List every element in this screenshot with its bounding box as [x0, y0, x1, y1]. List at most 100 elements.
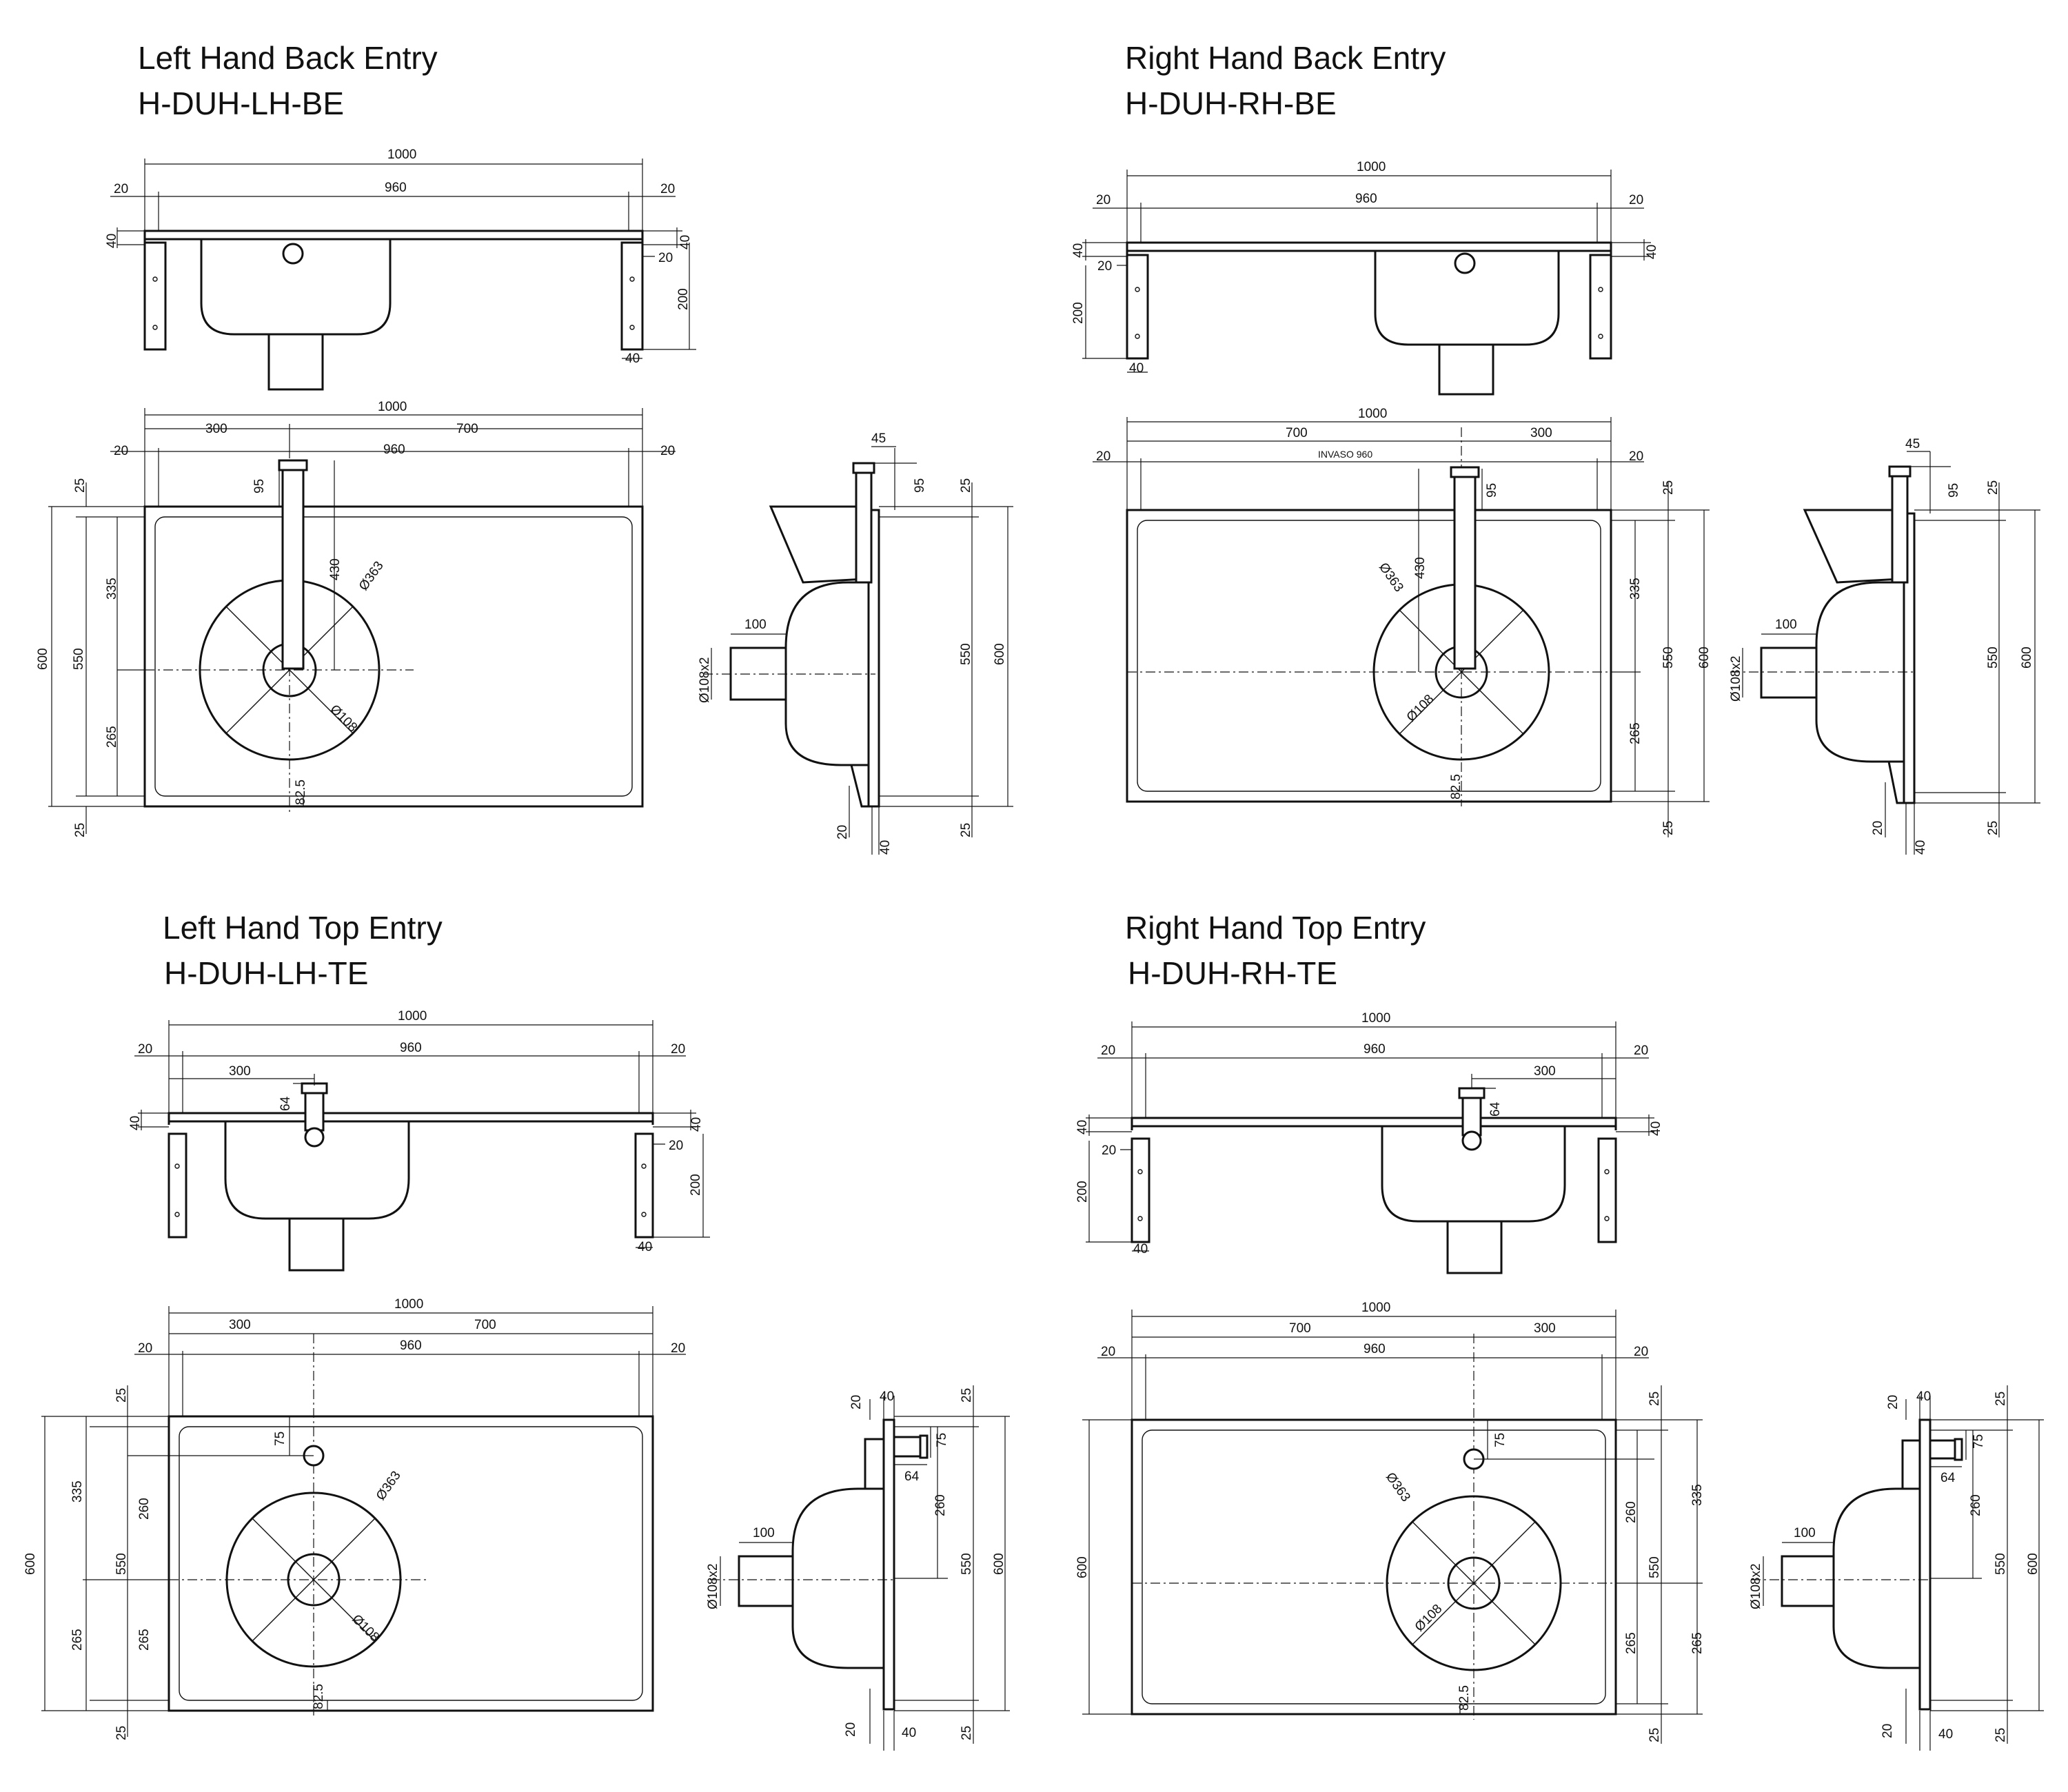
- dim-side-top-margin: 25: [959, 478, 973, 493]
- dim-plan-bottom-margin: 25: [73, 823, 88, 837]
- dim-plan-outlet-offset: 82.5: [294, 780, 308, 805]
- dim-side-pipe-len: 64: [904, 1469, 920, 1484]
- dim-plan-pipe-offset: 75: [273, 1432, 287, 1446]
- plan-view: 1000 300 700 960 20 20 75 Ø363 Ø108 82.5…: [23, 1297, 686, 1740]
- dim-side-top-width: 40: [880, 1389, 894, 1404]
- dim-plan-inner-lower: 265: [1624, 1632, 1639, 1654]
- dim-plan-side-right: 20: [671, 1341, 685, 1356]
- dim-front-top-left: 40: [105, 234, 119, 248]
- plan-view: 1000 700 300 INVASO 960 20 20 95 430 Ø36…: [1093, 407, 1712, 837]
- dim-side-bottom-offset: 20: [1871, 821, 1885, 835]
- dim-plan-outlet-offset: 82.5: [1457, 1685, 1472, 1711]
- drawing-code: H-DUH-LH-TE: [164, 955, 368, 991]
- dim-plan-outlet-offset: 82.5: [1449, 774, 1463, 800]
- dim-side-bottom-width: 40: [1914, 840, 1928, 855]
- dim-plan-top-part: 335: [70, 1480, 85, 1503]
- dim-plan-overall: 1000: [1361, 1301, 1390, 1315]
- dim-side-total-depth: 600: [2026, 1553, 2040, 1575]
- dim-plan-right-seg: 700: [456, 422, 478, 436]
- dim-front-side-left: 20: [1096, 193, 1111, 207]
- dim-plan-pipe-offset: 95: [252, 479, 267, 493]
- dim-front-overall: 1000: [387, 147, 416, 162]
- dim-plan-bowl-dia: Ø363: [1383, 1470, 1413, 1505]
- side-view: 45 95 25 550 600 25 100 Ø108x2 20 40: [698, 431, 1013, 855]
- dim-plan-bottom-part: 265: [70, 1629, 85, 1651]
- dim-plan-top-part: 335: [1690, 1484, 1705, 1506]
- dim-plan-pipe-offset: 95: [1485, 483, 1499, 498]
- drawing-right-hand-back-entry: Right Hand Back Entry H-DUH-RH-BE: [1071, 40, 2040, 855]
- dim-front-bracket-height: 200: [689, 1174, 703, 1196]
- dim-plan-bottom-margin: 25: [1648, 1728, 1662, 1742]
- dim-plan-inner: 960: [1364, 1342, 1386, 1356]
- dim-side-bottom-offset: 20: [1881, 1724, 1895, 1738]
- dim-side-total-depth: 600: [993, 643, 1007, 665]
- dim-front-bracket-width: 40: [638, 1240, 652, 1254]
- dim-plan-inner-upper: 260: [137, 1498, 152, 1520]
- dim-front-side-left: 20: [1101, 1043, 1115, 1058]
- dim-front-bracket-offset: 20: [669, 1139, 683, 1153]
- dim-side-inner-depth: 550: [960, 1553, 974, 1575]
- dim-front-top-right: 40: [1645, 245, 1659, 259]
- dim-plan-bottom-margin: 25: [114, 1726, 129, 1740]
- dim-plan-top-part: 335: [105, 578, 119, 600]
- dim-side-bottom-margin: 25: [960, 1726, 974, 1740]
- dim-side-inner-depth: 550: [959, 643, 973, 665]
- dim-front-top-left: 40: [1071, 243, 1086, 258]
- dim-plan-overall: 1000: [378, 400, 407, 414]
- dim-side-top-width: 40: [1916, 1389, 1931, 1404]
- dim-front-bracket-height: 200: [1071, 302, 1086, 324]
- dim-front-pipe-seg: 300: [1534, 1064, 1556, 1079]
- drawing-right-hand-top-entry: Right Hand Top Entry H-DUH-RH-TE: [1075, 910, 2044, 1751]
- dim-front-side-right: 20: [660, 182, 675, 196]
- dim-front-bracket-height: 200: [1075, 1181, 1090, 1203]
- dim-side-top-offset: 20: [1886, 1395, 1900, 1409]
- dim-plan-top-margin: 25: [1661, 480, 1676, 495]
- dim-plan-bottom-part: 265: [1690, 1632, 1705, 1654]
- dim-front-overall: 1000: [398, 1009, 427, 1024]
- dim-front-overall: 1000: [1361, 1011, 1390, 1026]
- dim-front-inner: 960: [1355, 192, 1377, 206]
- dim-plan-total-depth: 600: [1075, 1556, 1090, 1578]
- drawing-code: H-DUH-RH-TE: [1128, 955, 1337, 991]
- dim-plan-inner: 960: [400, 1338, 422, 1353]
- dim-side-to-center: 260: [1969, 1494, 1983, 1516]
- dim-side-bottom-margin: 25: [1986, 821, 2000, 835]
- dim-plan-overall: 1000: [1358, 407, 1387, 421]
- dim-front-side-left: 20: [138, 1042, 152, 1057]
- dim-side-pipe-offset: 75: [935, 1433, 949, 1447]
- dim-front-side-left: 20: [114, 182, 128, 196]
- dim-plan-outlet-dia: Ø108: [1412, 1602, 1446, 1635]
- dim-front-bracket-offset: 20: [658, 251, 673, 265]
- dim-front-inner: 960: [1364, 1042, 1386, 1057]
- dim-front-top-left: 40: [1075, 1120, 1090, 1134]
- dim-side-outlet-dia: Ø108x2: [706, 1563, 720, 1609]
- dim-plan-left-seg: 300: [229, 1318, 251, 1332]
- dim-side-top-margin: 25: [1994, 1392, 2008, 1406]
- side-view: 20 40 75 64 260 25 550 600 25 100 Ø108x2…: [1749, 1385, 2044, 1751]
- dim-plan-right-seg: 700: [474, 1318, 496, 1332]
- plan-view: 1000 300 700 960 20 20 95 430 Ø363 Ø108 …: [36, 400, 676, 837]
- drawing-title: Left Hand Back Entry: [138, 40, 438, 76]
- dim-side-pipe-offset: 75: [1971, 1434, 1986, 1449]
- dim-front-side-right: 20: [1629, 193, 1643, 207]
- dim-side-total-depth: 600: [2020, 646, 2034, 669]
- dim-plan-inner-depth: 550: [114, 1553, 129, 1575]
- dim-plan-bottom-margin: 25: [1661, 821, 1676, 835]
- dim-side-bottom-offset: 20: [844, 1722, 858, 1737]
- dim-plan-total-depth: 600: [23, 1553, 38, 1575]
- dim-side-bottom-width: 40: [902, 1726, 916, 1740]
- dim-plan-inner-upper: 260: [1624, 1501, 1639, 1523]
- dim-side-top-margin: 25: [960, 1388, 974, 1403]
- dim-side-bottom-width: 40: [878, 840, 893, 855]
- dim-plan-right-seg: 300: [1534, 1321, 1556, 1336]
- front-view: 1000 960 20 20 300 64 40 40 20 200 40: [1075, 1011, 1663, 1274]
- dim-front-top-right: 40: [678, 235, 693, 250]
- drawing-code: H-DUH-LH-BE: [138, 85, 344, 121]
- dim-plan-outlet-offset: 82.5: [312, 1684, 326, 1709]
- dim-plan-bowl-dia: Ø363: [374, 1469, 404, 1503]
- dim-front-bracket-height: 200: [676, 288, 691, 310]
- dim-front-pipe-seg: 300: [229, 1064, 251, 1079]
- dim-plan-pipe-offset: 75: [1493, 1433, 1508, 1447]
- dim-front-inner: 960: [400, 1041, 422, 1055]
- dim-plan-bowl-dia: Ø363: [356, 559, 387, 593]
